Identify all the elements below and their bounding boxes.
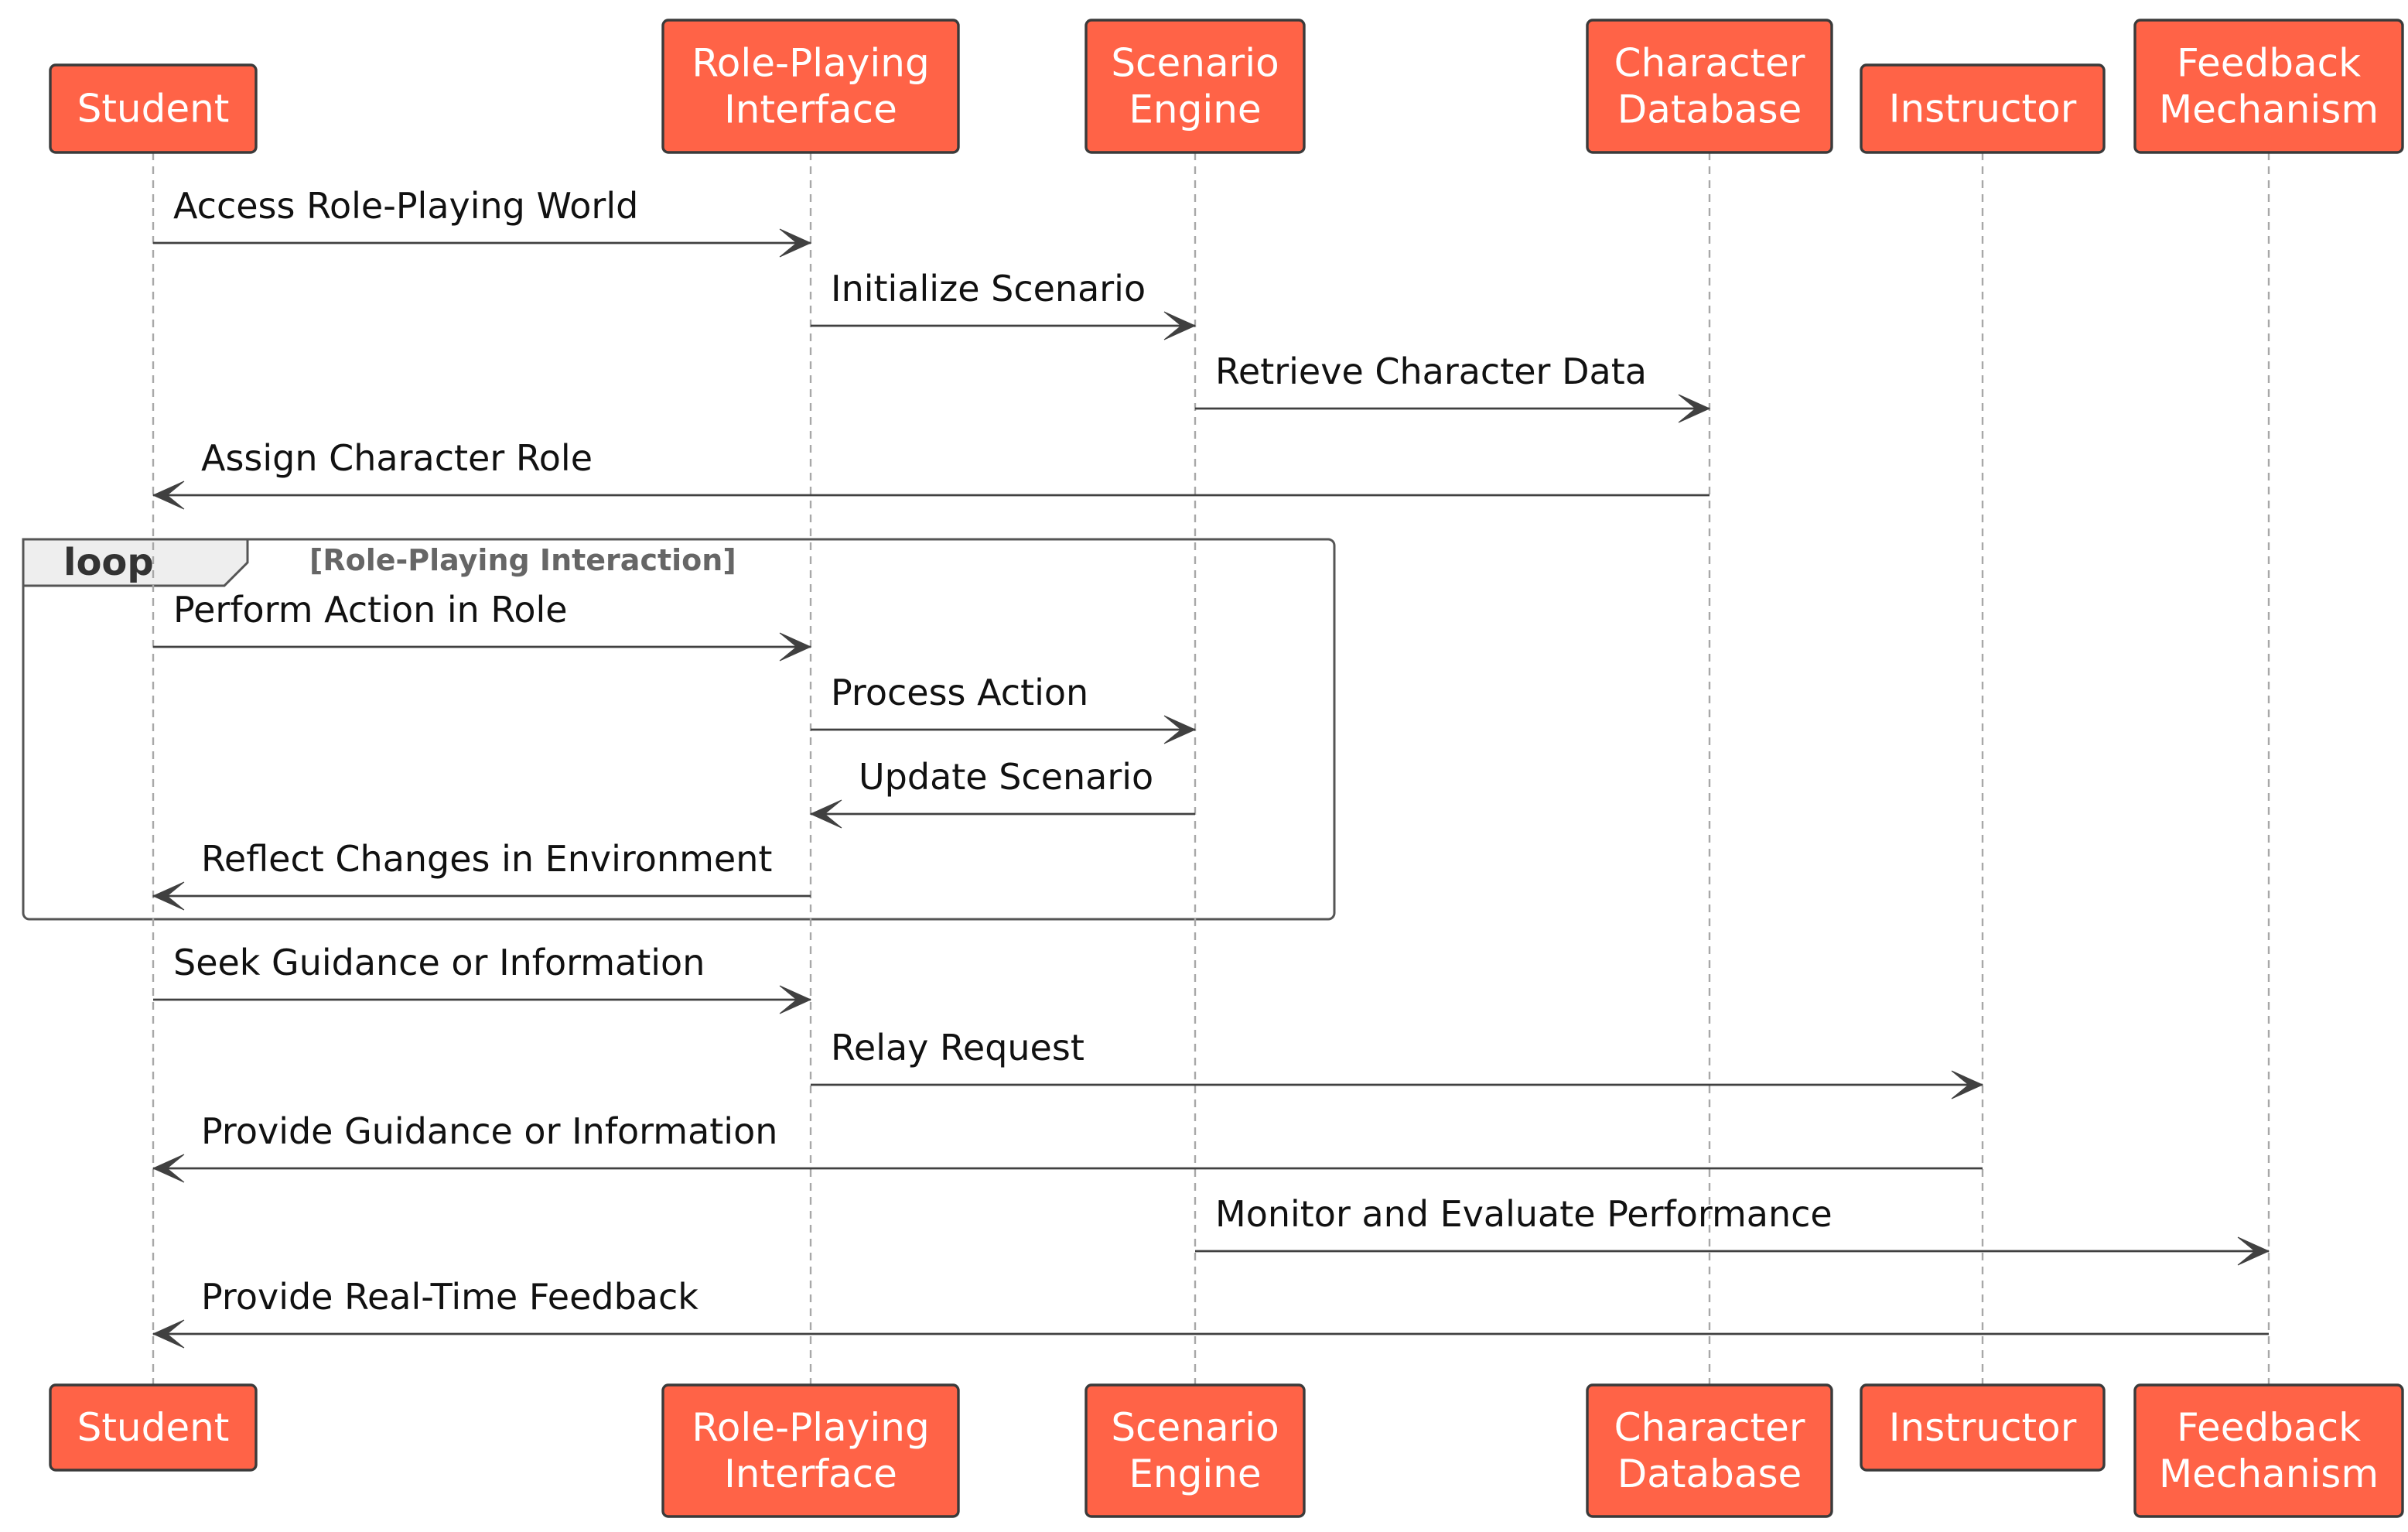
message-label: Process Action	[831, 672, 1088, 713]
arrow-head-icon	[1163, 715, 1197, 744]
participant-label: Engine	[1129, 87, 1261, 132]
message-1: Access Role-Playing World	[153, 185, 812, 258]
message-12: Monitor and Evaluate Performance	[1195, 1193, 2270, 1266]
participant-label: Role-Playing	[692, 1405, 929, 1450]
participant-box-shape	[49, 63, 258, 154]
participant-label: Interface	[724, 1452, 897, 1496]
message-label: Retrieve Character Data	[1215, 351, 1647, 392]
message-3: Retrieve Character Data	[1195, 351, 1711, 423]
arrow-head-icon	[152, 1319, 185, 1349]
arrow-head-icon	[779, 228, 812, 258]
loop-fragment: loop [Role-Playing Interaction]	[22, 538, 1336, 921]
message-2: Initialize Scenario	[811, 268, 1197, 340]
participant-label: Instructor	[1889, 87, 2077, 132]
participant-label: Mechanism	[2159, 87, 2379, 132]
participant-label: Feedback	[2177, 1405, 2361, 1450]
arrow-head-icon	[779, 985, 812, 1014]
participant-label: Feedback	[2177, 41, 2361, 86]
participant-box-shape	[1084, 19, 1306, 154]
arrow-head-icon	[1678, 394, 1711, 423]
participant-box-shape	[1860, 63, 2106, 154]
participant-label: Student	[77, 1405, 230, 1450]
fragment-keyword: loop	[63, 541, 154, 584]
lifelines-layer	[152, 152, 2270, 1385]
message-9: Seek Guidance or Information	[153, 942, 812, 1014]
participant-box-shape	[49, 1383, 258, 1472]
participant-box-shape	[1084, 1383, 1306, 1518]
participant-label: Scenario	[1111, 1405, 1279, 1450]
arrow-head-icon	[1163, 311, 1197, 340]
message-11: Provide Guidance or Information	[152, 1110, 1983, 1183]
message-label: Update Scenario	[859, 756, 1153, 798]
fragment-condition: [Role-Playing Interaction]	[309, 543, 736, 577]
arrow-head-icon	[152, 881, 185, 911]
fragments-layer: loop [Role-Playing Interaction]	[22, 538, 1336, 921]
arrow-head-icon	[779, 632, 812, 662]
participant-label: Engine	[1129, 1452, 1261, 1496]
message-label: Provide Guidance or Information	[201, 1110, 777, 1152]
arrow-head-icon	[152, 1154, 185, 1183]
participant-label: Role-Playing	[692, 41, 929, 86]
participant-label: Character	[1614, 41, 1805, 86]
message-7: Update Scenario	[809, 756, 1195, 829]
message-5: Perform Action in Role	[153, 589, 812, 662]
message-13: Provide Real-Time Feedback	[152, 1276, 2269, 1349]
participant-label: Instructor	[1889, 1405, 2077, 1450]
message-label: Assign Character Role	[201, 437, 593, 479]
participant-box-shape	[2133, 19, 2404, 154]
arrow-head-icon	[2237, 1236, 2270, 1266]
message-label: Reflect Changes in Environment	[201, 838, 772, 880]
message-10: Relay Request	[811, 1027, 1984, 1099]
participant-box-shape	[661, 1383, 960, 1518]
participant-label: Character	[1614, 1405, 1805, 1450]
message-label: Relay Request	[831, 1027, 1084, 1069]
message-label: Provide Real-Time Feedback	[201, 1276, 698, 1318]
participant-box-shape	[661, 19, 960, 154]
participant-label: Database	[1617, 87, 1802, 132]
message-label: Seek Guidance or Information	[173, 942, 705, 983]
arrow-head-icon	[1951, 1070, 1984, 1099]
message-label: Perform Action in Role	[173, 589, 568, 631]
participant-box-shape	[1586, 1383, 1833, 1518]
fragment-tab	[22, 538, 249, 587]
participant-student-bottom: Student	[49, 1383, 258, 1472]
participant-box-shape	[2133, 1383, 2404, 1518]
arrow-head-icon	[152, 480, 185, 510]
participant-instructor-bottom: Instructor	[1860, 1383, 2106, 1472]
message-8: Reflect Changes in Environment	[152, 838, 811, 911]
participant-box-shape	[1860, 1383, 2106, 1472]
message-label: Initialize Scenario	[831, 268, 1146, 309]
message-6: Process Action	[811, 672, 1197, 744]
arrow-head-icon	[809, 799, 842, 829]
participant-label: Database	[1617, 1452, 1802, 1496]
participant-student-top: Student	[49, 63, 258, 154]
participant-label: Interface	[724, 87, 897, 132]
participant-label: Mechanism	[2159, 1452, 2379, 1496]
message-label: Access Role-Playing World	[173, 185, 638, 227]
participant-label: Student	[77, 87, 230, 132]
fragment-frame	[22, 538, 1336, 921]
participant-box-shape	[1586, 19, 1833, 154]
participants-layer: StudentStudentRole-PlayingInterfaceRole-…	[49, 19, 2404, 1518]
message-4: Assign Character Role	[152, 437, 1710, 510]
participant-label: Scenario	[1111, 41, 1279, 86]
message-label: Monitor and Evaluate Performance	[1215, 1193, 1832, 1235]
participant-instructor-top: Instructor	[1860, 63, 2106, 154]
